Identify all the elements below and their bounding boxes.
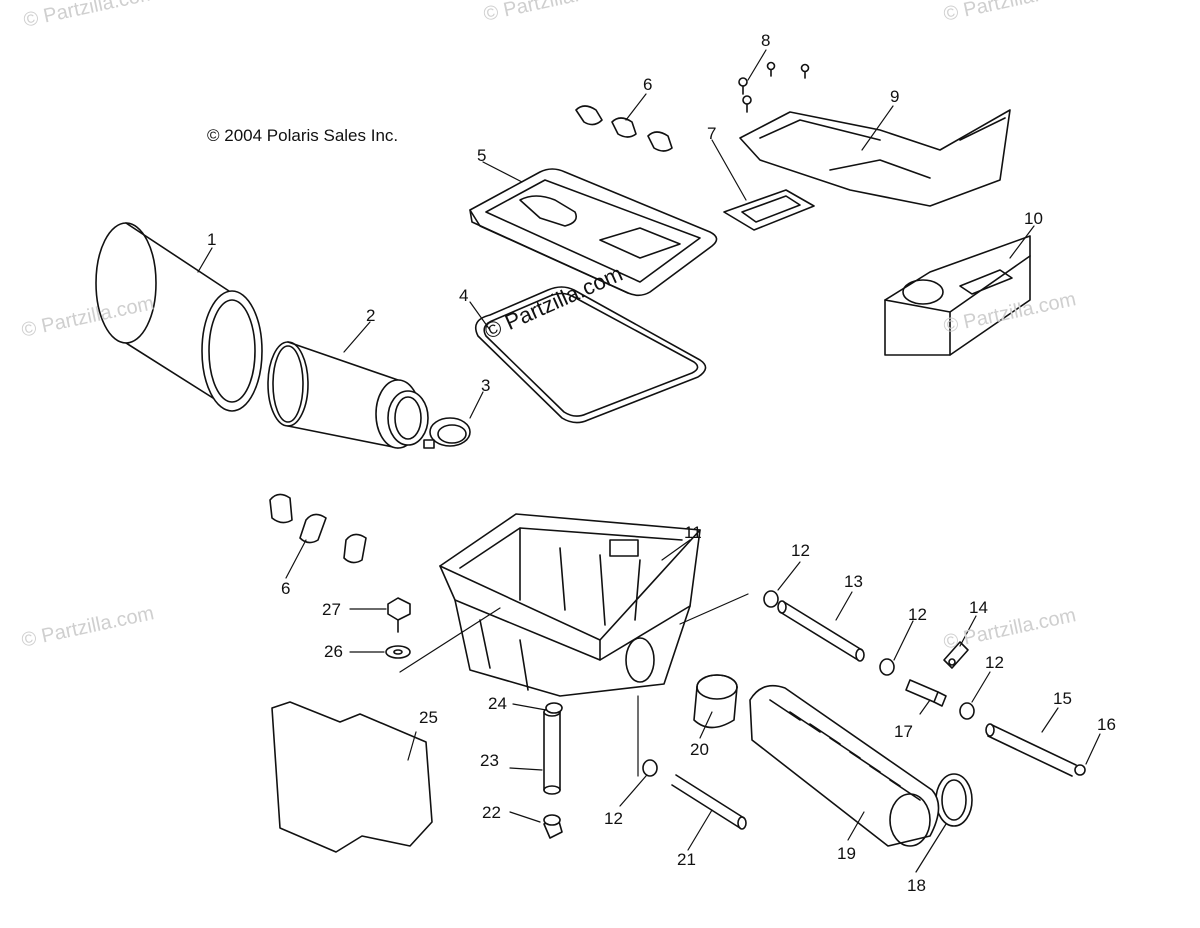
part-air-filter	[267, 341, 429, 449]
label-part-2: 2	[366, 306, 376, 325]
part-coupler	[693, 674, 738, 729]
part-clamp-18	[935, 773, 973, 827]
part-clips-upper	[575, 105, 673, 152]
part-intake-cover	[884, 235, 1031, 356]
part-pre-filter-sleeve	[95, 222, 263, 412]
part-clips-lower	[269, 493, 367, 564]
part-screws	[738, 61, 810, 113]
part-check-valve	[905, 679, 947, 707]
label-part-18: 18	[907, 876, 926, 895]
leader-lines	[197, 49, 1101, 873]
label-part-7: 7	[707, 124, 717, 143]
part-intake-boot	[749, 684, 940, 847]
label-part-12-c: 12	[985, 653, 1004, 672]
part-hose-15	[985, 723, 1077, 777]
label-part-15: 15	[1053, 689, 1072, 708]
part-intake-duct	[739, 109, 1011, 207]
part-drain-tube	[543, 707, 561, 795]
part-hose-clip	[1074, 764, 1086, 776]
label-part-10: 10	[1024, 209, 1043, 228]
label-part-20: 20	[690, 740, 709, 759]
label-part-13: 13	[844, 572, 863, 591]
label-part-22: 22	[482, 803, 501, 822]
label-part-17: 17	[894, 722, 913, 741]
label-part-4: 4	[459, 286, 469, 305]
part-washer	[385, 645, 411, 659]
label-part-23: 23	[480, 751, 499, 770]
part-caps	[642, 590, 975, 777]
label-part-12-b: 12	[908, 605, 927, 624]
part-airbox-lid	[469, 168, 718, 297]
part-lid-gasket	[474, 286, 707, 424]
part-bracket	[943, 641, 969, 669]
label-part-24: 24	[488, 694, 507, 713]
label-part-11: 11	[684, 523, 702, 542]
part-side-panel	[271, 701, 433, 853]
label-part-16: 16	[1097, 715, 1116, 734]
label-part-6-upper: 6	[643, 75, 653, 94]
part-plate	[723, 189, 815, 231]
part-drain-plug	[543, 814, 563, 839]
label-part-1: 1	[207, 230, 217, 249]
label-part-5: 5	[477, 146, 487, 165]
label-part-14: 14	[969, 598, 988, 617]
label-part-12-d: 12	[604, 809, 623, 828]
label-part-19: 19	[837, 844, 856, 863]
part-small-clamp	[545, 702, 563, 714]
label-part-27: 27	[322, 600, 341, 619]
label-part-6-lower: 6	[281, 579, 291, 598]
part-clamp-3	[423, 417, 471, 449]
label-part-3: 3	[481, 376, 491, 395]
label-part-21: 21	[677, 850, 696, 869]
label-part-25: 25	[419, 708, 438, 727]
label-part-8: 8	[761, 31, 771, 50]
part-airbox-base	[439, 513, 701, 697]
label-part-12-a: 12	[791, 541, 810, 560]
copyright-notice: © 2004 Polaris Sales Inc.	[207, 126, 399, 145]
part-bolt	[387, 597, 411, 633]
label-part-9: 9	[890, 87, 900, 106]
part-tube-21	[671, 774, 747, 830]
part-hose-13	[777, 600, 865, 662]
label-part-26: 26	[324, 642, 343, 661]
